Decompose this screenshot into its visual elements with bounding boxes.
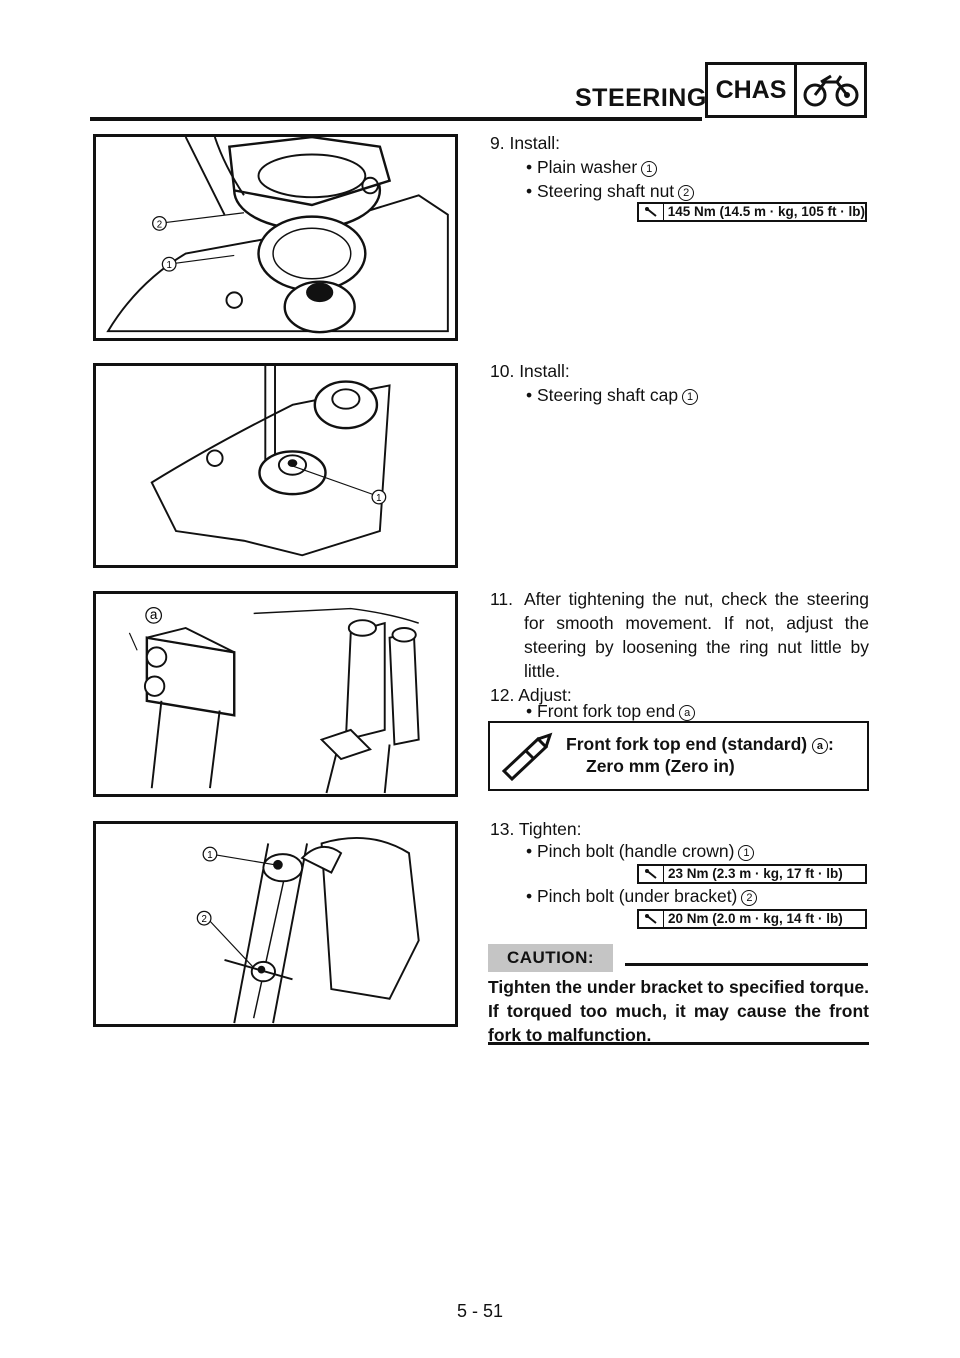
spec-suffix: : [827,734,834,754]
spec-box: Front fork top end (standard) a: Zero mm… [488,721,869,791]
step-13-item-2-label: Pinch bolt (under bracket) [537,886,738,906]
torque-wrench-icon [639,911,664,927]
fig1-label-2: 2 [157,219,162,230]
step-13-title: 13. Tighten: [490,819,582,839]
torque-spec-handle-crown: 23 Nm (2.3 m · kg, 17 ft · lb) [637,864,867,884]
step-11-line-1: After tightening the nut, check the stee… [524,589,869,609]
figure-steering-shaft-cap: 1 [93,363,458,568]
step-11-line-2: for smooth movement. If not, adjust the [524,613,869,633]
ref-a: a [679,705,696,721]
step-11-num: 11. [490,589,514,609]
ref-2: 2 [678,185,695,201]
step-11-line-3: steering by loosening the ring nut littl… [524,637,869,657]
torque-spec-shaft-nut: 145 Nm (14.5 m · kg, 105 ft · lb) [637,202,867,222]
spec-label: Front fork top end (standard) [566,734,808,754]
ref-1: 1 [641,161,658,177]
step-11-line-4: little. [524,661,560,681]
torque-spec-under-bracket: 20 Nm (2.0 m · kg, 14 ft · lb) [637,909,867,929]
caliper-icon [490,723,562,789]
step-9-item-1-label: Plain washer [537,157,638,177]
torque-value: 23 Nm (2.3 m · kg, 17 ft · lb) [668,866,843,881]
torque-value: 20 Nm (2.0 m · kg, 14 ft · lb) [668,911,843,926]
torque-wrench-icon [639,866,664,882]
caution-rule [625,963,868,966]
caution-bottom-rule [488,1042,869,1045]
step-13-item-1: • Pinch bolt (handle crown)1 [526,839,755,863]
fig1-label-1: 1 [166,260,171,271]
spec-value: Zero mm (Zero in) [586,756,735,776]
section-label: CHAS [708,65,797,115]
step-13-item-1-label: Pinch bolt (handle crown) [537,841,735,861]
motorcycle-icon [797,65,864,115]
step-9-title: 9. Install: [490,133,561,153]
figure-steering-shaft-nut: 2 1 [93,134,458,341]
ref-1: 1 [682,389,699,405]
step-12-title: 12. Adjust: [490,685,572,705]
fig4-label-2: 2 [201,914,206,925]
fig3-label-a: a [150,607,158,622]
step-9-item-2-label: Steering shaft nut [537,181,675,201]
figure-pinch-bolts: 1 2 [93,821,458,1027]
caution-text: Tighten the under bracket to specified t… [488,977,869,1045]
ref-2: 2 [741,890,758,906]
figure-front-fork-top-end: a [93,591,458,797]
step-10-item-label: Steering shaft cap [537,385,679,405]
torque-wrench-icon [639,204,664,220]
step-12-item-label: Front fork top end [537,701,676,721]
page-number: 5 - 51 [456,1301,504,1321]
fig4-label-1: 1 [207,850,212,861]
fig2-label-1: 1 [376,493,381,504]
step-13-item-2: • Pinch bolt (under bracket)2 [526,884,758,908]
page-title: STEERING [575,84,707,112]
step-10-title: 10. Install: [490,361,570,381]
spec-label-line: Front fork top end (standard) a: [566,733,834,755]
torque-value: 145 Nm (14.5 m · kg, 105 ft · lb) [667,204,865,219]
ref-1: 1 [738,845,755,861]
caution-badge: CAUTION: [488,944,613,972]
section-badge: CHAS [705,62,867,118]
ref-a: a [811,738,828,754]
header-rule [90,117,702,121]
